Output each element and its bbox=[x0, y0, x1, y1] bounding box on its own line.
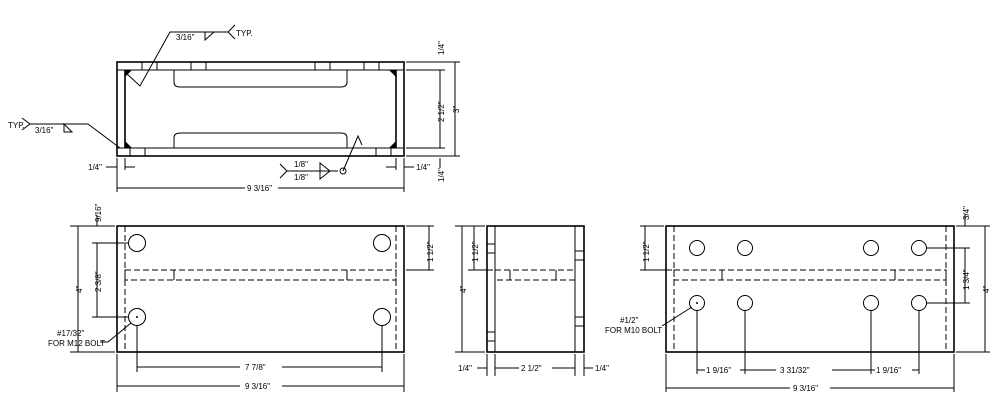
bottom-slot bbox=[173, 132, 348, 148]
bolt-hole bbox=[373, 308, 391, 326]
dim-spacing-mid: 3 31/32" bbox=[780, 366, 810, 375]
hole-note-diameter: #1/2" bbox=[620, 316, 639, 325]
bolt-hole bbox=[863, 240, 879, 256]
side-view-outline bbox=[486, 225, 585, 353]
weld-top-size: 3/16" bbox=[176, 33, 195, 42]
dim-hole-spacing-v: 2 3/8" bbox=[94, 271, 103, 292]
bolt-hole bbox=[911, 295, 927, 311]
dim-channel-offset: 1 1/2" bbox=[471, 241, 480, 262]
hole-note-diameter: #17/32" bbox=[57, 329, 84, 338]
dim-height: 4" bbox=[75, 286, 84, 293]
dim-right-plate: 1/4" bbox=[595, 364, 609, 373]
dim-hole-spacing-v: 1 3/4" bbox=[962, 269, 971, 290]
side-view: 4" 1 1/2" 1/4" 2 1/2" 1/4" bbox=[455, 225, 609, 376]
top-view-outline bbox=[116, 61, 405, 157]
dim-left-plate: 1/4" bbox=[458, 364, 472, 373]
dim-flange-top: 1/4" bbox=[437, 41, 446, 55]
dim-overall-height: 3" bbox=[452, 106, 461, 113]
top-view: 3/16" TYP. TYP. 3/16" 1/8" 1/8" 1/4" 2 1… bbox=[8, 24, 461, 193]
bolt-hole bbox=[737, 240, 753, 256]
dim-top-offset: 9/16" bbox=[94, 203, 103, 222]
bolt-hole bbox=[863, 295, 879, 311]
hidden-channel bbox=[124, 269, 397, 281]
dim-left-plate: 1/4" bbox=[88, 163, 102, 172]
dim-overall-length: 9 3/16" bbox=[247, 184, 272, 193]
dim-height: 4" bbox=[459, 286, 468, 293]
rear-view-outline bbox=[665, 225, 955, 353]
dim-height: 4" bbox=[982, 286, 991, 293]
dim-spacing-right: 1 9/16" bbox=[876, 366, 901, 375]
weld-left-size: 3/16" bbox=[35, 126, 54, 135]
bolt-hole bbox=[373, 234, 391, 252]
weld-left-note: TYP. bbox=[8, 121, 25, 130]
weld-symbol-left bbox=[21, 117, 121, 149]
front-view-outline bbox=[116, 225, 405, 353]
weld-all-around-icon bbox=[339, 167, 347, 175]
dim-channel-offset: 1 1/2" bbox=[642, 241, 651, 262]
dim-spacing-left: 1 9/16" bbox=[706, 366, 731, 375]
rear-view: 3/4" 4" 1 3/4" 1 1/2" 1 9/16" 3 31/32" 1… bbox=[605, 206, 991, 393]
hole-note-bolt: FOR M12 BOLT bbox=[48, 339, 105, 348]
hole-note-bolt: FOR M10 BOLT bbox=[605, 326, 662, 335]
weld-top-note: TYP. bbox=[236, 29, 253, 38]
dim-inner-height: 2 1/2" bbox=[437, 101, 446, 122]
bolt-hole bbox=[689, 240, 705, 256]
dim-flange-bottom: 1/4" bbox=[437, 168, 446, 182]
dim-right-plate: 1/4" bbox=[416, 163, 430, 172]
dim-channel-offset: 1 1/2" bbox=[426, 241, 435, 262]
weld-bottom-size-bottom: 1/8" bbox=[294, 173, 308, 182]
front-view: 4" 2 3/8" 9/16" 1 1/2" 7 7/8" 9 3/16" #1… bbox=[48, 203, 435, 392]
top-slot bbox=[173, 70, 348, 88]
dim-width: 2 1/2" bbox=[521, 364, 542, 373]
weld-symbol-top bbox=[125, 24, 236, 87]
dim-overall-length: 9 3/16" bbox=[245, 382, 270, 391]
dim-overall-length: 9 3/16" bbox=[793, 384, 818, 393]
weld-bottom-size-top: 1/8" bbox=[294, 160, 308, 169]
bolt-holes bbox=[689, 240, 927, 311]
bolt-hole bbox=[911, 240, 927, 256]
bolt-hole bbox=[128, 234, 146, 252]
dim-top-offset: 3/4" bbox=[962, 206, 971, 220]
dim-hole-spacing-h: 7 7/8" bbox=[245, 363, 266, 372]
bolt-hole bbox=[737, 295, 753, 311]
weld-symbol-bottom bbox=[279, 134, 363, 181]
